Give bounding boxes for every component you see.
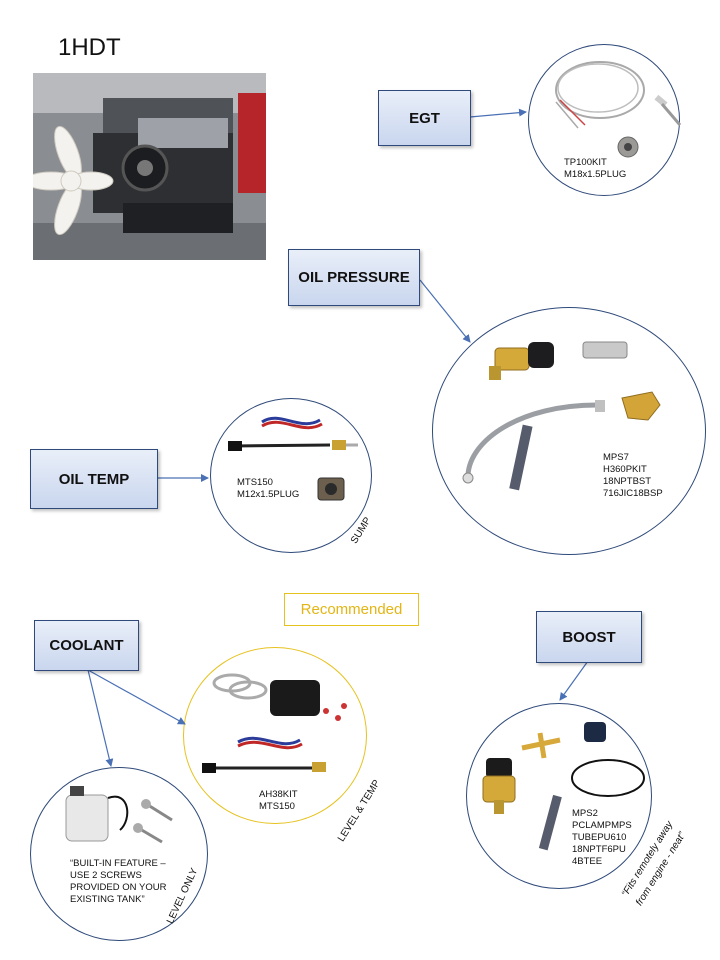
- oil-temp-box: OIL TEMP: [30, 449, 158, 509]
- recommended-badge: Recommended: [284, 593, 419, 626]
- oil-temp-parts-image: [228, 416, 358, 501]
- oil-pressure-box: OIL PRESSURE: [288, 249, 420, 306]
- coolant-kit-part-list: AH38KIT MTS150: [259, 789, 298, 812]
- arrow-boost: [559, 660, 589, 701]
- coolant-kit-parts-image: [202, 673, 347, 773]
- coolant-tank-circle: [30, 767, 208, 941]
- coolant-tank-note: “BUILT-IN FEATURE – USE 2 SCREWS PROVIDE…: [70, 858, 167, 905]
- arrow-oil-pressure: [419, 279, 471, 343]
- egt-box: EGT: [378, 90, 471, 146]
- boost-part-list: MPS2 PCLAMPMPS TUBEPU610 18NPTF6PU 4BTEE: [572, 808, 632, 867]
- egt-circle: [528, 44, 680, 196]
- arrow-coolant-tank: [87, 669, 114, 767]
- page-title: 1HDT: [58, 34, 121, 61]
- oil-pressure-circle: [432, 307, 706, 555]
- engine-photo: [33, 73, 266, 260]
- arrow-coolant-kit: [87, 669, 186, 725]
- egt-part-list: TP100KIT M18x1.5PLUG: [564, 157, 627, 180]
- oil-temp-part-list: MTS150 M12x1.5PLUG: [237, 477, 300, 500]
- coolant-kit-circle: [183, 647, 367, 824]
- oil-pressure-parts-image: [462, 341, 661, 491]
- boost-box: BOOST: [536, 611, 642, 663]
- arrow-egt: [469, 108, 527, 118]
- coolant-tank-parts-image: [65, 786, 173, 844]
- oil-pressure-part-list: MPS7 H360PKIT 18NPTBST 716JIC18BSP: [603, 452, 663, 499]
- egt-probe-image: [555, 61, 682, 158]
- boost-parts-image: [482, 722, 645, 851]
- coolant-box: COOLANT: [34, 620, 139, 671]
